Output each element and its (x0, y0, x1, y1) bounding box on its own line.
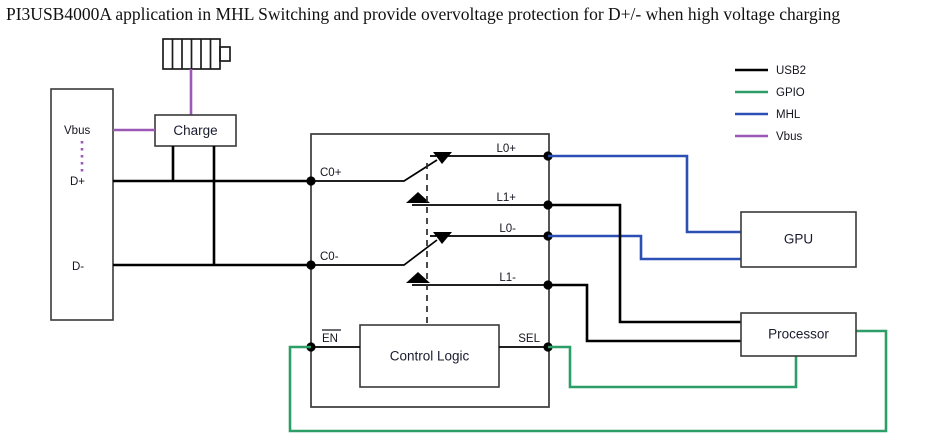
net-l1p-to-processor (548, 203, 741, 324)
connector-pin-dplus-label: D+ (70, 176, 85, 188)
pin-dot-c0p (306, 176, 316, 186)
processor-block: Processor (740, 312, 857, 357)
pin-label-en: EN (322, 333, 338, 345)
net-l0p-to-gpu (548, 154, 741, 234)
control-logic-label: Control Logic (390, 349, 470, 364)
charge-label: Charge (173, 123, 217, 138)
charge-block: Charge (154, 114, 237, 147)
net-en-to-processor (288, 329, 888, 433)
net-l0m-to-gpu (548, 234, 741, 261)
page-title: PI3USB4000A application in MHL Switching… (6, 4, 840, 24)
legend-label-mhl: MHL (776, 109, 801, 121)
switch-arrow-l1m (406, 272, 430, 283)
control-logic-block: Control Logic (359, 324, 500, 388)
legend-label-usb2: USB2 (776, 65, 806, 77)
switch-arrow-l1p (406, 192, 430, 203)
battery-icon (162, 38, 231, 70)
pin-label-l1p: L1+ (496, 192, 516, 204)
net-l1m-to-processor (548, 283, 741, 343)
switch-arrow-l0p (433, 152, 452, 164)
pin-label-c0m: C0- (320, 251, 339, 263)
pin-label-c0p: C0+ (320, 167, 342, 179)
pin-label-sel: SEL (518, 333, 540, 345)
switch-arrow-l0m (433, 232, 452, 244)
pin-dot-c0m (306, 260, 316, 270)
control-logic-box (359, 324, 500, 388)
connector-pin-vbus-label: Vbus (64, 125, 90, 137)
charge-box (154, 114, 237, 147)
processor-label: Processor (768, 327, 829, 342)
legend-label-gpio: GPIO (776, 87, 805, 99)
legend-item-usb2: USB2 (735, 65, 806, 77)
pin-label-l1m: L1- (499, 272, 516, 284)
gpu-block: GPU (740, 211, 857, 268)
legend-item-vbus: Vbus (735, 131, 802, 143)
gpu-box (740, 211, 857, 268)
pin-label-l0m: L0- (499, 223, 516, 235)
processor-box (740, 312, 857, 357)
legend: USB2 GPIO MHL Vbus (735, 65, 806, 143)
pin-label-l0p: L0+ (496, 143, 516, 155)
switch-pole-c0m (311, 239, 438, 266)
legend-label-vbus: Vbus (776, 131, 802, 143)
usb-connector-block: Vbus D+ D- (50, 88, 114, 321)
gpu-label: GPU (784, 232, 813, 247)
net-sel-to-processor (548, 345, 798, 389)
legend-item-mhl: MHL (735, 109, 801, 121)
pin-label-en-group: EN (322, 329, 341, 345)
switch-pole-c0p (311, 159, 438, 182)
legend-item-gpio: GPIO (735, 87, 805, 99)
connector-box (50, 88, 114, 321)
connector-pin-dminus-label: D- (72, 261, 84, 273)
